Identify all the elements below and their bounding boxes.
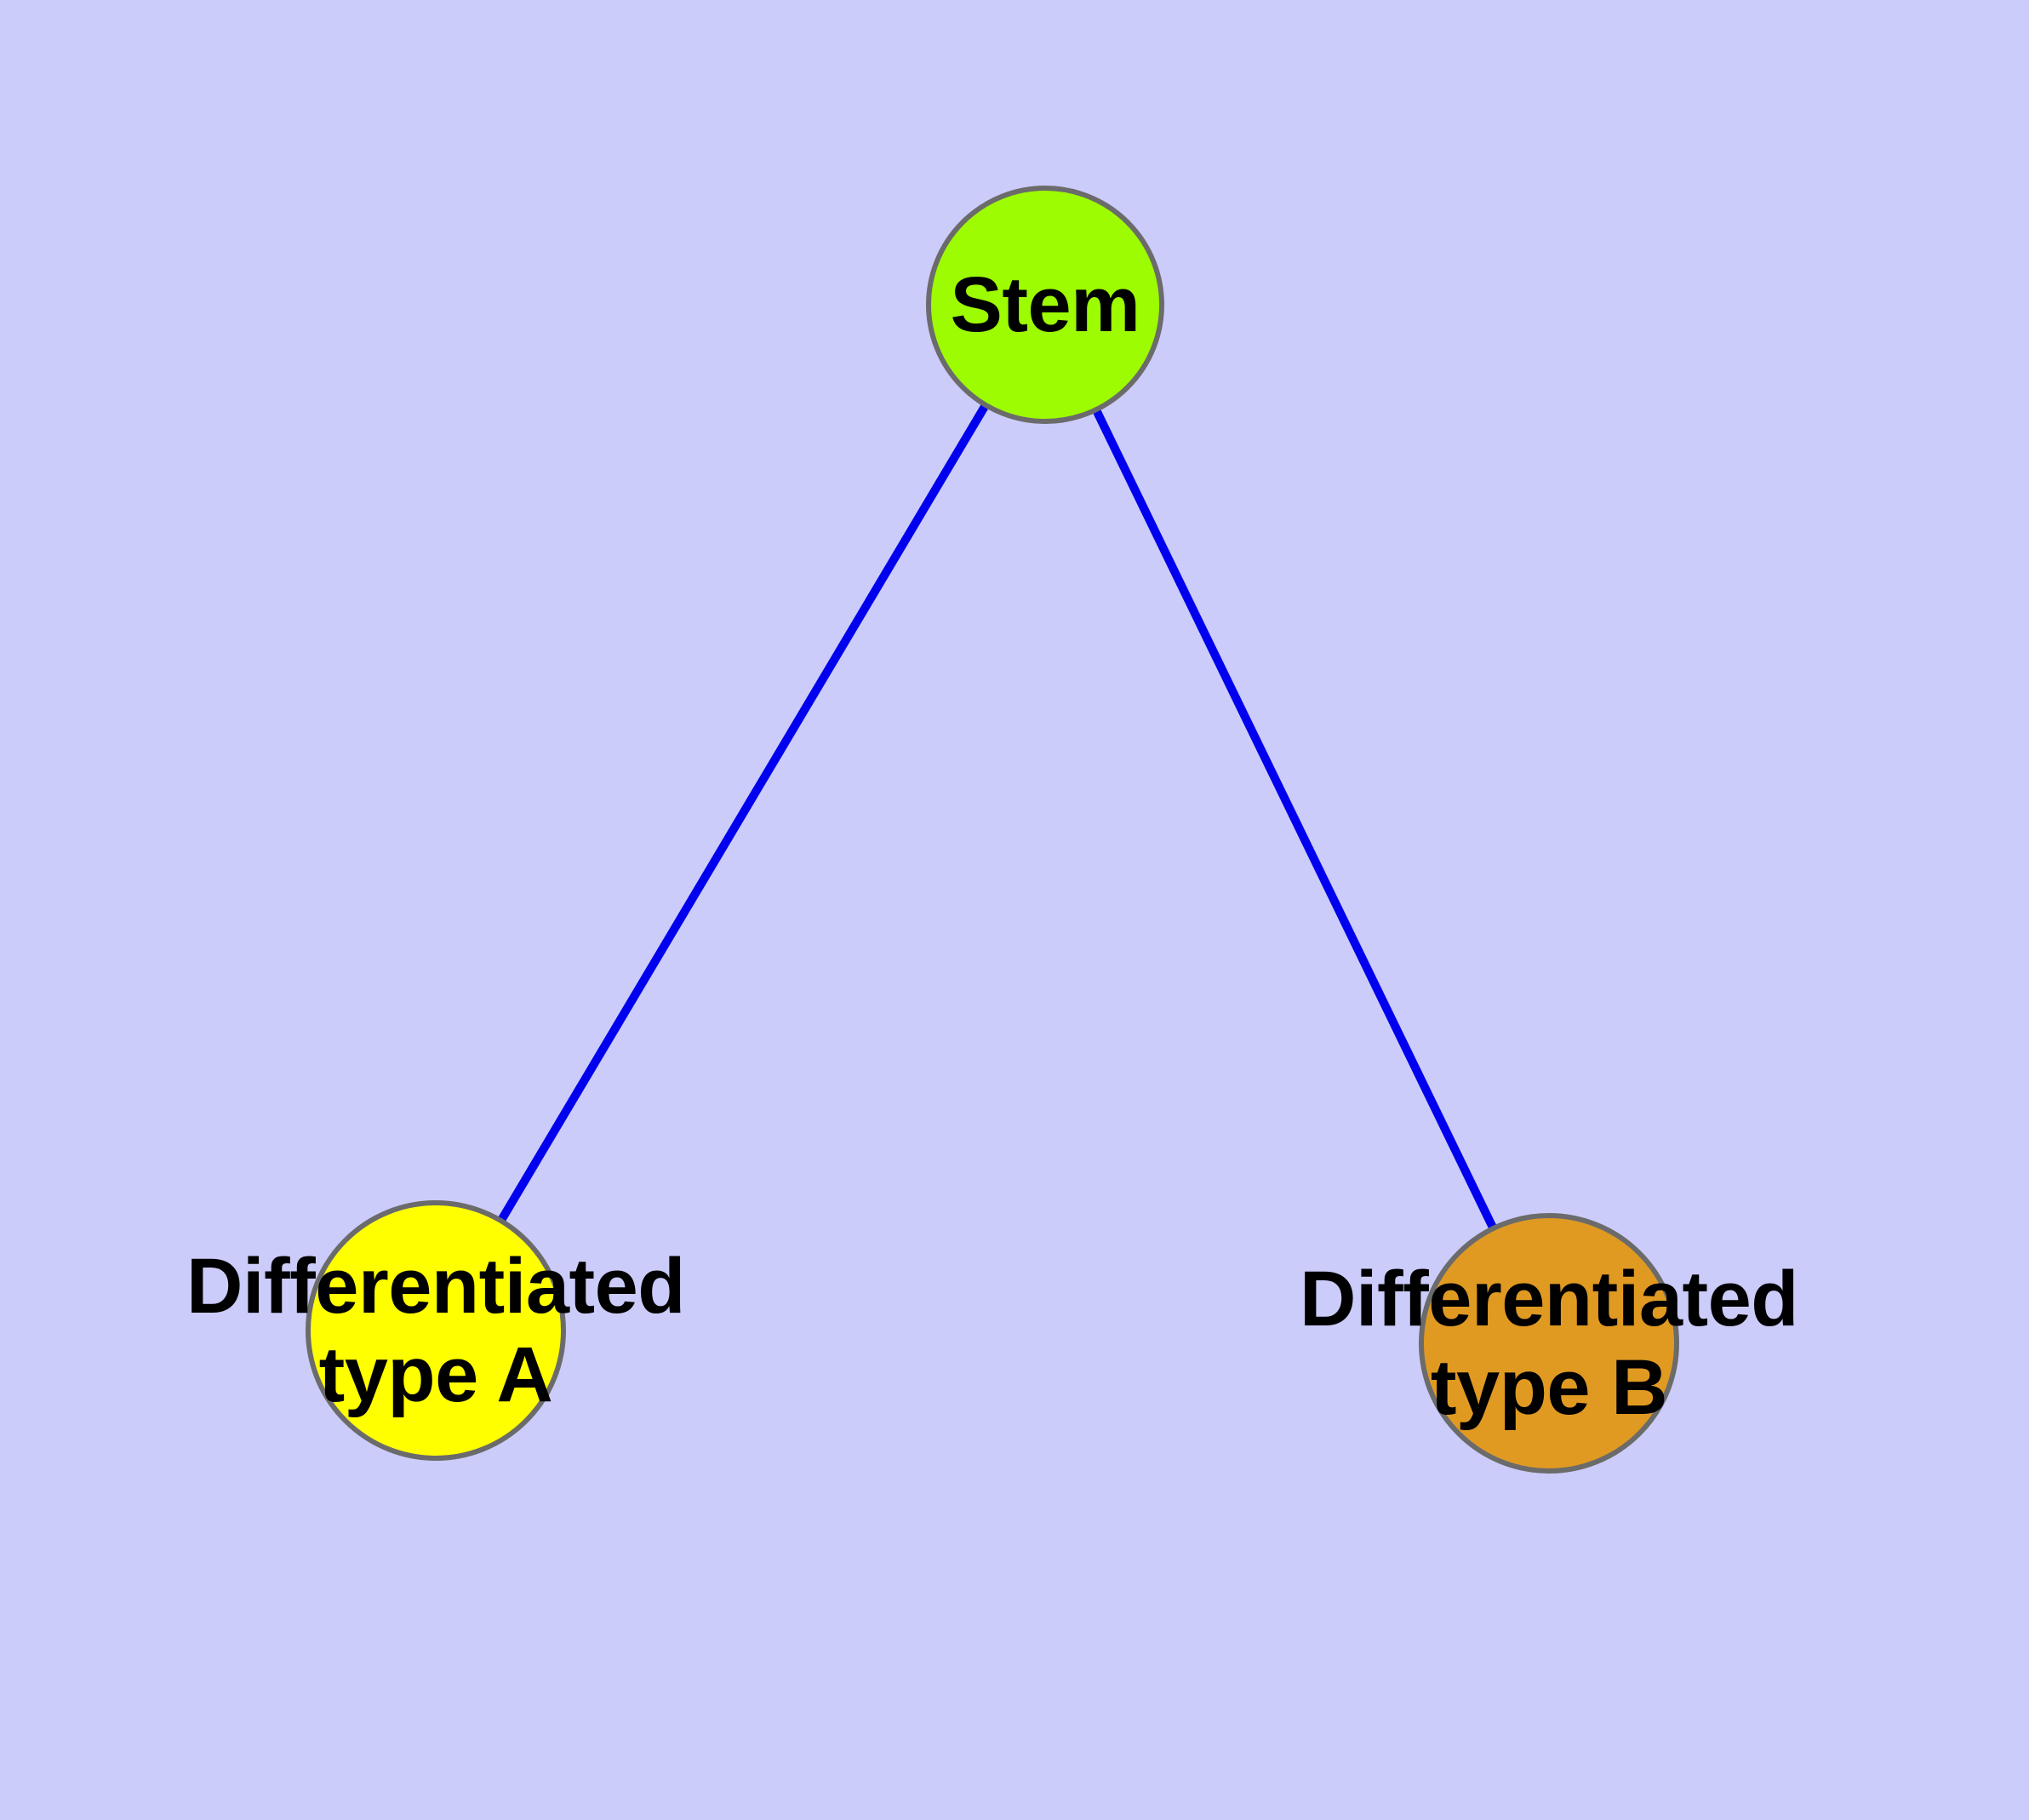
node-differentiated-type-b[interactable]	[1419, 1213, 1679, 1474]
node-stem[interactable]	[926, 186, 1164, 424]
node-differentiated-type-a[interactable]	[306, 1200, 566, 1461]
edge-stem-to-diff-a[interactable]	[496, 402, 990, 1224]
edge-stem-to-diff-b[interactable]	[1091, 407, 1498, 1232]
